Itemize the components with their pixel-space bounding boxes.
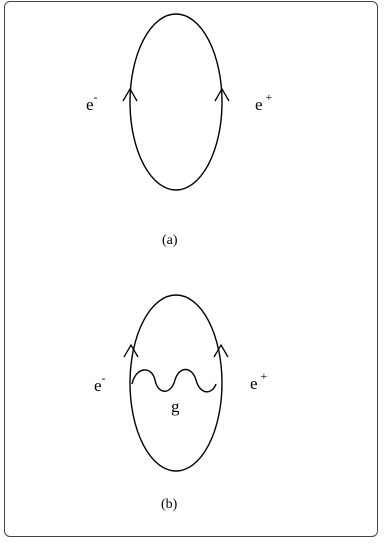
caption-b: (b) (161, 497, 178, 512)
figure-frame (4, 1, 378, 537)
fermion-loop-a (129, 13, 223, 191)
caption-a: (a) (162, 233, 178, 248)
diagram-a: e- e+ (a) (86, 13, 273, 248)
right-arrow-b (213, 343, 229, 358)
electron-label-a: e- (86, 90, 98, 114)
diagram-b: e- e+ g (b) (94, 294, 268, 512)
right-arrow-a (214, 87, 230, 102)
electron-label-b: e- (94, 371, 106, 395)
gluon-label: g (171, 397, 180, 416)
left-arrow-b (123, 343, 139, 358)
gluon-line (131, 368, 217, 393)
fermion-loop-b (129, 294, 223, 472)
left-arrow-a (122, 87, 138, 102)
positron-label-a: e+ (255, 90, 273, 114)
positron-label-b: e+ (250, 369, 268, 393)
